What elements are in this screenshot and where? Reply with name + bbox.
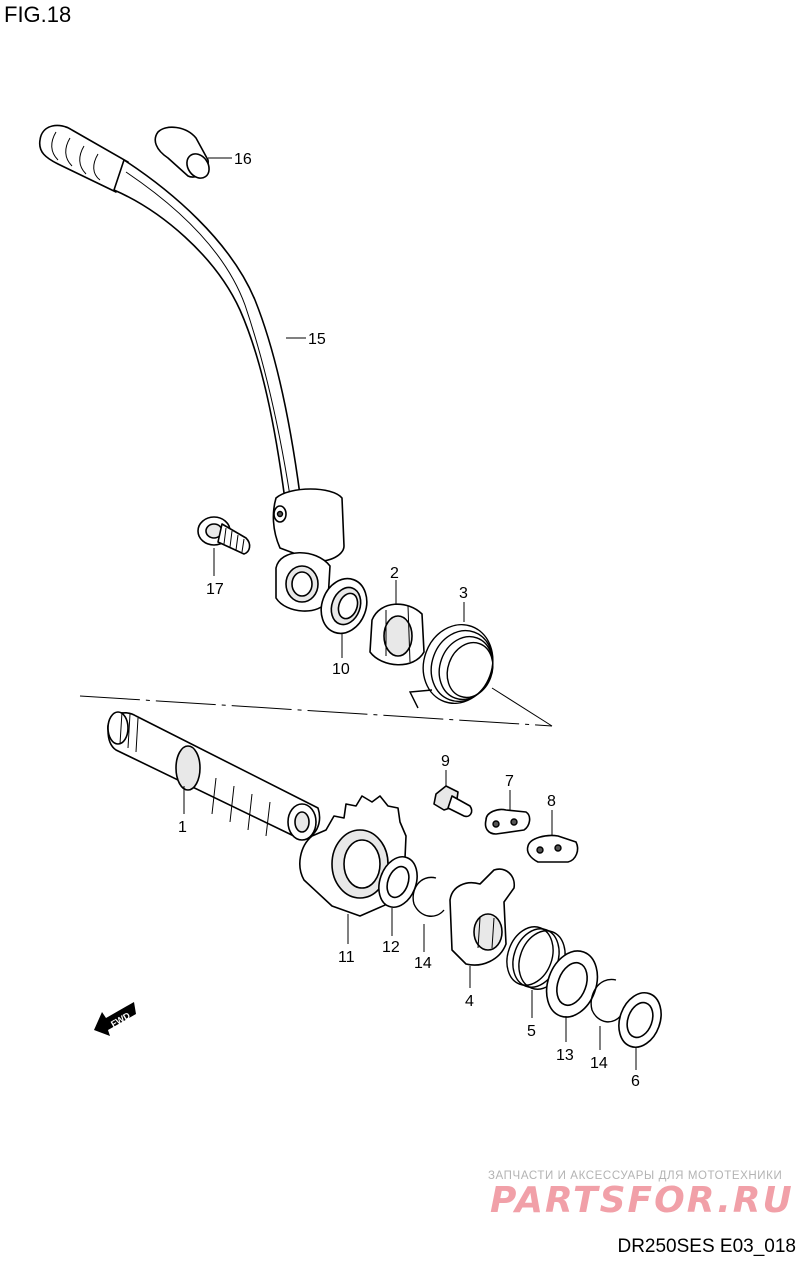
part-1-kick-shaft[interactable] [107, 711, 321, 841]
part-17-grip-cap[interactable] [154, 126, 213, 182]
watermark-tagline: ЗАПЧАСТИ И АКСЕССУАРЫ ДЛЯ МОТОТЕХНИКИ [488, 1170, 783, 1182]
part-7-plate[interactable] [484, 808, 531, 835]
callout-4: 4 [465, 993, 474, 1010]
callout-8: 8 [547, 793, 556, 810]
callout-16: 17 [206, 581, 224, 598]
callout-1: 1 [178, 819, 187, 836]
figure-code: DR250SES E03_018 [617, 1236, 796, 1257]
part-3-return-spring[interactable] [408, 615, 504, 713]
callout-9: 9 [441, 753, 450, 770]
part-14-circlip-lower[interactable] [590, 978, 623, 1023]
watermark-brand: PARTSFOR.RU [490, 1180, 794, 1221]
part-8-stopper[interactable] [526, 834, 579, 863]
callout-14-upper: 14 [414, 955, 432, 972]
callout-15: 15 [308, 331, 326, 348]
callout-2: 2 [390, 565, 399, 582]
part-6-washer[interactable] [612, 987, 669, 1053]
part-13-washer[interactable] [538, 944, 606, 1024]
callout-13: 13 [556, 1047, 574, 1064]
part-10-oil-seal[interactable] [314, 572, 374, 640]
callout-3: 3 [459, 585, 468, 602]
part-4-ratchet[interactable] [449, 868, 516, 966]
figure-title: FIG.18 [4, 2, 72, 27]
callout-12: 12 [382, 939, 400, 956]
callout-17: 16 [234, 151, 252, 168]
callout-5: 5 [527, 1023, 536, 1040]
part-14-circlip-upper[interactable] [412, 876, 445, 917]
fwd-direction-arrow: FWD [94, 1002, 136, 1036]
part-2-spring-guide[interactable] [369, 603, 425, 666]
callout-14-lower: 14 [590, 1055, 608, 1072]
callout-6: 6 [631, 1073, 640, 1090]
part-15-kick-lever[interactable] [38, 124, 345, 612]
part-16-bolt[interactable] [197, 516, 251, 555]
callout-7: 7 [505, 773, 514, 790]
part-12-washer[interactable] [372, 851, 424, 912]
callout-10: 10 [332, 661, 350, 678]
callout-11: 11 [338, 949, 355, 966]
part-9-bolt[interactable] [433, 785, 473, 818]
